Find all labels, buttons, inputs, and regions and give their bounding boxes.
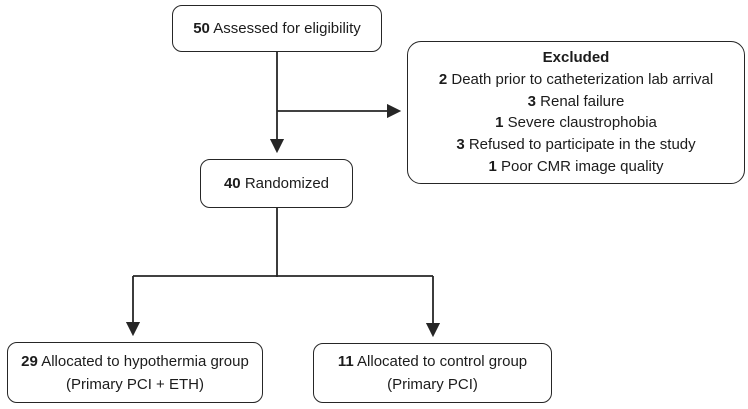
- excluded-item: 3 Renal failure: [528, 91, 625, 113]
- hypothermia-label: Allocated to hypothermia group: [41, 352, 249, 370]
- eligibility-label: Assessed for eligibility: [213, 20, 361, 37]
- randomized-text: 40 Randomized: [224, 172, 329, 195]
- excluded-box: Excluded 2 Death prior to catheterizatio…: [407, 41, 745, 184]
- excluded-item-label: Death prior to catheterization lab arriv…: [451, 70, 714, 88]
- excluded-item-label: Severe claustrophobia: [507, 114, 657, 132]
- eligibility-box: 50 Assessed for eligibility: [172, 5, 382, 52]
- hypothermia-count: 29: [21, 352, 38, 370]
- control-label: Allocated to control group: [357, 353, 528, 370]
- randomized-label: Randomized: [244, 175, 330, 192]
- control-subtext: (Primary PCI): [387, 376, 478, 393]
- excluded-item-label: Poor CMR image quality: [500, 157, 664, 175]
- excluded-item-label: Refused to participate in the study: [468, 136, 696, 154]
- excluded-title: Excluded: [542, 49, 610, 66]
- hypothermia-subtext: (Primary PCI + ETH): [66, 375, 204, 393]
- excluded-item-count: 2: [438, 70, 448, 88]
- eligibility-text: 50 Assessed for eligibility: [193, 17, 361, 40]
- excluded-item: 1 Poor CMR image quality: [488, 156, 663, 178]
- excluded-item-count: 3: [527, 92, 536, 110]
- hypothermia-text: 29 Allocated to hypothermia group: [21, 350, 249, 373]
- excluded-item: 2 Death prior to catheterization lab arr…: [439, 69, 713, 91]
- control-text: 11 Allocated to control group: [338, 350, 527, 373]
- excluded-item: 1 Severe claustrophobia: [495, 112, 657, 134]
- randomized-box: 40 Randomized: [200, 159, 353, 208]
- excluded-item-count: 1: [495, 114, 504, 132]
- control-count: 11: [337, 353, 354, 370]
- excluded-item-count: 1: [488, 157, 497, 175]
- control-box: 11 Allocated to control group (Primary P…: [313, 343, 552, 403]
- excluded-item: 3 Refused to participate in the study: [456, 134, 695, 156]
- excluded-item-count: 3: [456, 136, 465, 154]
- randomized-count: 40: [223, 175, 241, 192]
- eligibility-count: 50: [193, 20, 210, 37]
- hypothermia-box: 29 Allocated to hypothermia group (Prima…: [7, 342, 263, 403]
- excluded-item-label: Renal failure: [540, 92, 625, 110]
